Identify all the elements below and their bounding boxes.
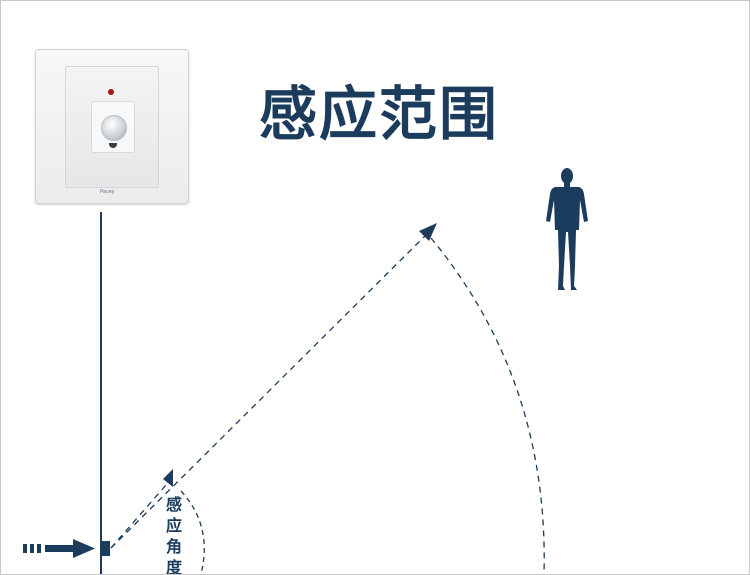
motion-sensor-switch-icon: Pacey bbox=[35, 49, 189, 204]
sensor-origin-marker bbox=[101, 541, 110, 556]
indicator-led-icon bbox=[108, 89, 114, 95]
angle-label: 感应角度 bbox=[165, 495, 182, 575]
sensor-window bbox=[91, 101, 135, 153]
near-arrowhead-icon bbox=[163, 469, 173, 487]
near-range-line bbox=[110, 484, 167, 549]
page-title: 感应范围 bbox=[259, 80, 500, 148]
switch-faceplate: Pacey bbox=[65, 66, 159, 195]
brand-logo: Pacey bbox=[100, 189, 115, 195]
angle-arc bbox=[180, 490, 205, 574]
sensing-range-line bbox=[110, 232, 429, 549]
standing-person-silhouette-icon bbox=[546, 168, 588, 290]
light-symbol-icon bbox=[109, 143, 117, 148]
range-arc bbox=[430, 237, 545, 574]
incoming-arrow-icon bbox=[23, 539, 95, 558]
pir-lens-icon bbox=[101, 115, 127, 141]
range-arrowhead-icon bbox=[419, 223, 437, 241]
